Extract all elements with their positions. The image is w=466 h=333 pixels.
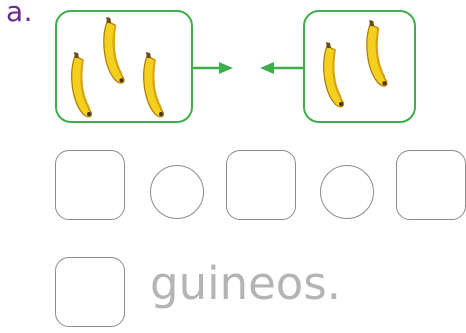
- answer-word: guineos.: [150, 257, 342, 310]
- left-banana-group: [55, 10, 193, 123]
- right-banana-group: [303, 10, 416, 123]
- final-answer-box[interactable]: [55, 257, 125, 327]
- item-label: a.: [6, 0, 34, 28]
- operator-circle-1[interactable]: [150, 165, 204, 219]
- answer-box-2[interactable]: [226, 150, 296, 220]
- banana-icon: [323, 42, 344, 108]
- arrow-right-icon: [193, 61, 235, 75]
- arrow-left-icon: [258, 61, 303, 75]
- banana-icon: [103, 17, 125, 84]
- operator-circle-2[interactable]: [320, 165, 374, 219]
- answer-box-1[interactable]: [55, 150, 125, 220]
- banana-icon: [366, 20, 388, 87]
- banana-icon: [143, 52, 164, 118]
- banana-icon: [71, 52, 92, 118]
- answer-box-3[interactable]: [396, 150, 466, 220]
